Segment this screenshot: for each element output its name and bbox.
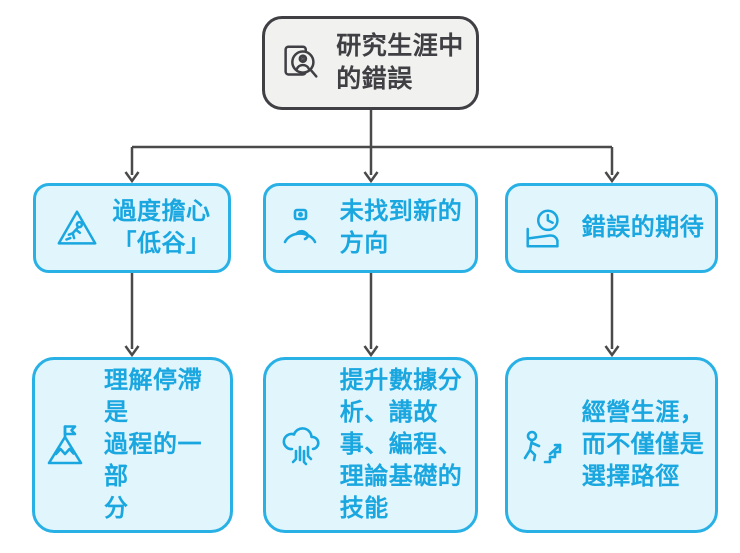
cloud-circuit-icon — [279, 421, 327, 469]
leaf-label: 理解停滯是 過程的一部 分 — [104, 366, 202, 523]
lost-direction-icon — [279, 204, 327, 252]
arrowhead2-right — [604, 345, 620, 358]
node-leaf-manage-career[interactable]: 經營生涯， 而不僅僅是 選擇路徑 — [505, 357, 718, 533]
mountain-flag-icon — [43, 421, 91, 469]
branch-label: 過度擔心 「低谷」 — [112, 197, 211, 257]
arrowhead-right — [604, 171, 620, 184]
slip-warning-icon — [54, 205, 100, 251]
arrowhead-left — [124, 171, 140, 184]
arrowhead-middle — [363, 171, 379, 184]
root-title: 研究生涯中 的錯誤 — [336, 32, 464, 93]
node-branch-wrong-expectations[interactable]: 錯誤的期待 — [505, 183, 718, 273]
arrowhead2-middle — [363, 345, 379, 358]
branch-label: 錯誤的期待 — [581, 213, 705, 241]
branch-label: 未找到新的 方向 — [339, 197, 463, 257]
node-branch-no-new-direction[interactable]: 未找到新的 方向 — [263, 183, 478, 273]
career-stairs-icon — [519, 421, 569, 469]
node-branch-worry-low-points[interactable]: 過度擔心 「低谷」 — [33, 183, 231, 273]
leaf-label: 經營生涯， 而不僅僅是 選擇路徑 — [581, 398, 705, 491]
arrowhead2-left — [124, 345, 140, 358]
leaf-label: 提升數據分 析、講故 事、編程、 理論基礎的 技能 — [339, 366, 463, 523]
node-leaf-stagnation-part-of-process[interactable]: 理解停滯是 過程的一部 分 — [32, 357, 233, 533]
node-leaf-improve-skills[interactable]: 提升數據分 析、講故 事、編程、 理論基礎的 技能 — [263, 357, 478, 533]
researcher-review-icon — [277, 40, 323, 86]
waiting-clock-icon — [519, 205, 569, 251]
node-root-research-career-mistakes[interactable]: 研究生涯中 的錯誤 — [262, 16, 479, 110]
